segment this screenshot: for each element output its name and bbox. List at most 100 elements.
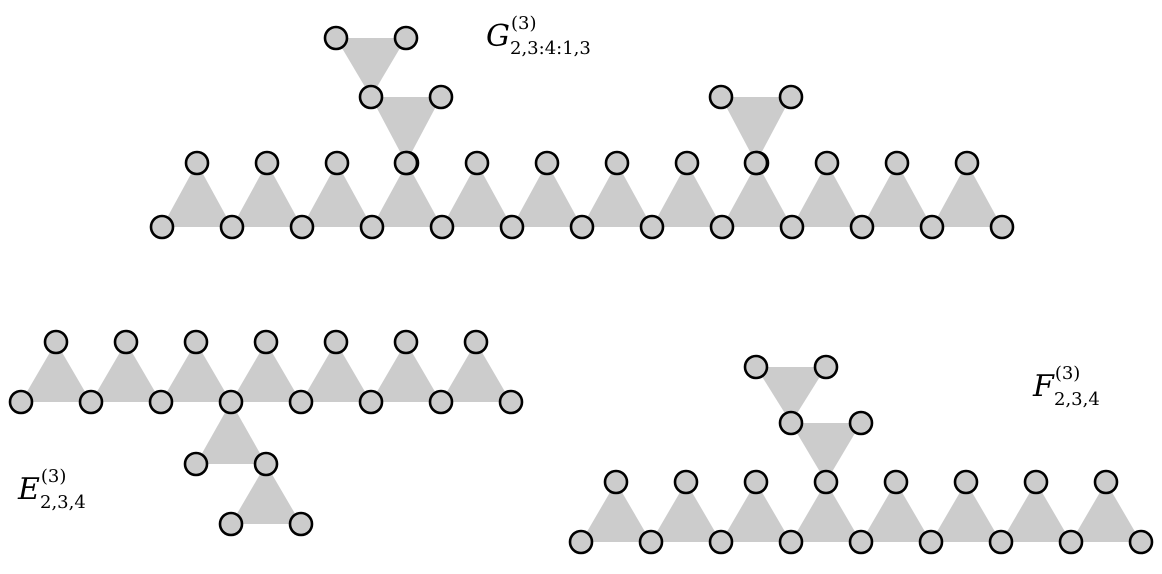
- vertex-32: [708, 84, 734, 110]
- label-F-subscript: 2,3,4: [1054, 389, 1100, 410]
- vertex-70: [778, 410, 804, 436]
- vertex-34: [8, 389, 34, 415]
- vertex-69: [1093, 469, 1119, 495]
- vertex-64: [988, 529, 1014, 555]
- vertex-26: [393, 150, 419, 176]
- vertex-55: [603, 469, 629, 495]
- vertex-36: [43, 329, 69, 355]
- hyperedge-F-edge-6: [931, 482, 1001, 542]
- hyperedge-E-edge-3: [161, 342, 231, 402]
- hyperedge-E-edge-4: [231, 342, 301, 402]
- vertex-50: [253, 451, 279, 477]
- hyperedge-G-edge-12: [932, 163, 1002, 227]
- label-G-subscript: 2,3:4:1,3: [510, 38, 591, 59]
- label-E-superscript: (3): [41, 466, 67, 487]
- hyperedge-F-edge-3: [721, 482, 791, 542]
- hyperedge-E-pendant-1: [196, 402, 266, 464]
- vertex-45: [428, 389, 454, 415]
- hyperedge-F-edge-4: [791, 482, 861, 542]
- hyperedge-G-edge-8: [652, 163, 722, 227]
- vertex-58: [778, 529, 804, 555]
- hyperedge-G-edge-7: [582, 163, 652, 227]
- hyperedge-G-edge-2: [232, 163, 302, 227]
- vertex-10: [499, 214, 525, 240]
- vertex-60: [848, 529, 874, 555]
- hyperedges-layer: [21, 38, 1141, 542]
- hyperedge-G-pendant-a-1: [371, 97, 441, 163]
- vertex-13: [534, 150, 560, 176]
- hyperedge-G-edge-4: [372, 163, 442, 227]
- vertex-18: [779, 214, 805, 240]
- vertex-67: [1023, 469, 1049, 495]
- label-G-superscript: (3): [511, 13, 537, 34]
- hyperedge-F-edge-1: [581, 482, 651, 542]
- label-F-superscript: (3): [1055, 363, 1081, 384]
- vertex-46: [393, 329, 419, 355]
- vertex-65: [953, 469, 979, 495]
- vertex-39: [218, 389, 244, 415]
- label-F: F(3) 2,3,4: [1032, 363, 1100, 410]
- hyperedge-G-edge-10: [792, 163, 862, 227]
- vertex-56: [708, 529, 734, 555]
- hyperedge-E-edge-6: [371, 342, 441, 402]
- hyperedge-F-edge-2: [651, 482, 721, 542]
- vertex-17: [674, 150, 700, 176]
- vertex-47: [498, 389, 524, 415]
- vertex-4: [289, 214, 315, 240]
- vertex-52: [288, 511, 314, 537]
- vertex-38: [113, 329, 139, 355]
- vertex-53: [568, 529, 594, 555]
- vertex-14: [639, 214, 665, 240]
- vertex-2: [219, 214, 245, 240]
- vertex-62: [918, 529, 944, 555]
- vertex-24: [989, 214, 1015, 240]
- vertex-31: [743, 150, 769, 176]
- vertex-71: [848, 410, 874, 436]
- hyperedge-G-pendant-a-2: [336, 38, 406, 97]
- vertex-51: [218, 511, 244, 537]
- vertex-28: [428, 84, 454, 110]
- vertex-66: [1058, 529, 1084, 555]
- hyperedge-E-edge-2: [91, 342, 161, 402]
- vertex-43: [358, 389, 384, 415]
- vertex-23: [884, 150, 910, 176]
- hyperedge-F-edge-8: [1071, 482, 1141, 542]
- vertex-54: [638, 529, 664, 555]
- vertex-30: [393, 25, 419, 51]
- label-G: G(3) 2,3:4:1,3: [486, 13, 591, 59]
- vertex-48: [463, 329, 489, 355]
- vertex-29: [323, 25, 349, 51]
- vertex-49: [183, 451, 209, 477]
- hyperedge-E-edge-7: [441, 342, 511, 402]
- label-F-letter: F: [1032, 369, 1055, 404]
- vertex-15: [604, 150, 630, 176]
- vertex-11: [464, 150, 490, 176]
- hyperedge-G-edge-3: [302, 163, 372, 227]
- vertex-35: [78, 389, 104, 415]
- hyperedge-G-edge-6: [512, 163, 582, 227]
- vertex-42: [253, 329, 279, 355]
- hyperedge-G-edge-11: [862, 163, 932, 227]
- label-G-letter: G: [486, 19, 510, 54]
- vertex-41: [288, 389, 314, 415]
- vertex-59: [743, 469, 769, 495]
- hyperedge-F-pendant-1: [791, 423, 861, 482]
- vertex-73: [813, 354, 839, 380]
- vertex-44: [323, 329, 349, 355]
- label-E: E(3)2,3,4: [17, 466, 86, 513]
- vertex-21: [814, 150, 840, 176]
- vertex-5: [254, 150, 280, 176]
- hyperedge-E-pendant-2: [231, 464, 301, 524]
- hyperedge-F-edge-7: [1001, 482, 1071, 542]
- vertex-27: [358, 84, 384, 110]
- vertex-40: [183, 329, 209, 355]
- vertex-68: [1128, 529, 1154, 555]
- vertex-6: [359, 214, 385, 240]
- vertex-3: [184, 150, 210, 176]
- vertex-22: [919, 214, 945, 240]
- hyperedge-G-edge-9: [722, 163, 792, 227]
- hyperedge-G-pendant-b-1: [721, 97, 791, 163]
- hyperedge-E-edge-1: [21, 342, 91, 402]
- vertex-57: [673, 469, 699, 495]
- hyperedge-E-edge-5: [301, 342, 371, 402]
